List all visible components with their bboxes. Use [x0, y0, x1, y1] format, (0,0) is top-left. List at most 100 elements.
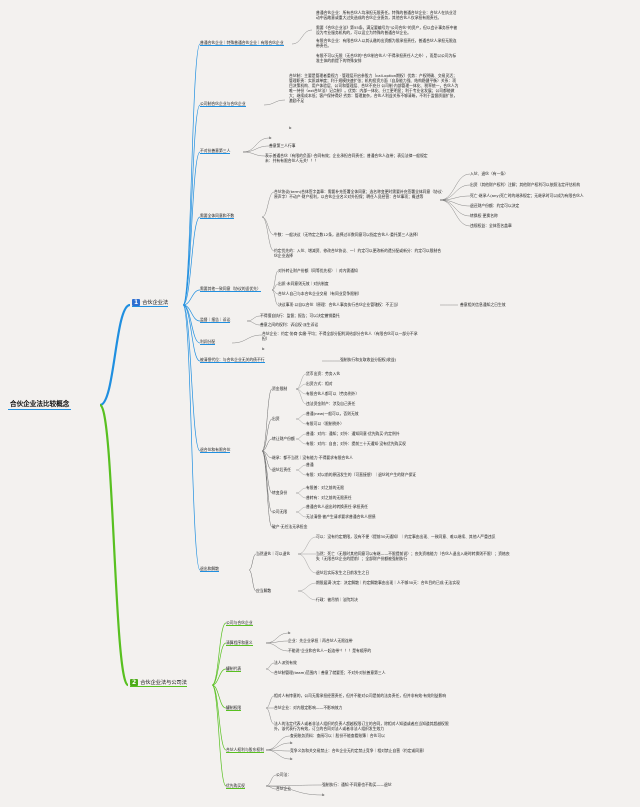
topic-node[interactable]: b [290, 740, 293, 745]
topic-node[interactable]: 退伙后实际发生之日前发生之日 [316, 570, 370, 575]
topic-node[interactable]: 入伙、退伙（有一条） [470, 171, 508, 176]
topic-node[interactable]: b [288, 630, 291, 635]
group-node[interactable]: 需要全体同意和不数 [200, 213, 235, 219]
connector-line [439, 195, 471, 201]
topic-node[interactable]: 违规权益：全体签名盖章 [470, 223, 512, 228]
connector-line [265, 707, 275, 725]
group-node[interactable]: 退出和解散 [200, 566, 219, 572]
topic-node[interactable]: 强制执行和支取收益分配权(收益) [340, 357, 397, 362]
topic-node[interactable]: 合伙协议(term)合体签字盖章：需要补充签署全体同意；选名称变更时需要补充签署… [274, 189, 443, 199]
group-node[interactable]: 需要其他一致同意（协议的适优先） [200, 286, 261, 292]
topic-node[interactable]: 普通：对内：通知；对外：通知同意·优先购买·约定例外 [306, 431, 400, 436]
topic-node[interactable]: b [290, 756, 293, 761]
subgroup-node[interactable]: 资金限制 [272, 386, 288, 391]
topic-node[interactable]: 当然：死亡（无限时其他同意可以有继——不限提前说）；丧失资格能力（合伙人退出入继… [316, 551, 510, 561]
subgroup-node[interactable]: 转让财产份额 [272, 436, 295, 441]
group-node[interactable]: 优先购买权 [226, 783, 245, 789]
group-node[interactable]: 不对抗善意第三人 [200, 148, 231, 154]
connector-line [265, 774, 277, 787]
topic-node[interactable]: 普通(new)一般可以，否则无效 [306, 411, 359, 416]
topic-node[interactable]: b [322, 792, 325, 797]
topic-node[interactable]: 出资（其他财产权利）注解；其他财产权利可以依照法定评估机构 [470, 182, 581, 187]
topic-node[interactable]: 竞争义务和关交易禁止：合伙企业无约定禁止竞争｜相对禁止自营（约定或同意） [290, 748, 427, 753]
subgroup-node[interactable]: 公司无限 [272, 509, 288, 514]
topic-node[interactable]: 退还财产份额：约定可以决定 [470, 203, 520, 208]
topic-node[interactable]: b [289, 125, 292, 130]
topic-node[interactable]: 普转有：对之前的无限责任 [306, 495, 352, 500]
subgroup-node[interactable]: 出资 [272, 416, 280, 421]
topic-node[interactable]: 强制执行：通知·不同意也不购买——退伙 [322, 782, 392, 787]
topic-node[interactable]: 出资方式：相对 [306, 381, 333, 386]
topic-node[interactable]: 有限不可以无限（无合伙的"合伙制合伙人"不得承担责任人之外），而是以公司为标准主… [316, 53, 457, 63]
group-node[interactable]: 公司制合伙企业与合伙企业 [200, 101, 246, 107]
subgroup-node[interactable]: 继承：都不当然｜没有能力·不得要求有限合伙人 [272, 455, 353, 460]
group-node[interactable]: 利润分配 [200, 339, 216, 345]
topic-node[interactable]: 有限可以（限制例外） [306, 421, 344, 426]
topic-node[interactable]: b [262, 346, 265, 351]
group-node[interactable]: 公司与合伙企业 [226, 620, 253, 626]
topic-node[interactable]: 表示普通合伙（有限的负面）·合同有效；企业承担合同责任；普通合伙人连带；表见法律… [265, 153, 428, 163]
topic-node[interactable]: 违法资金财产：涉及自己责任 [306, 401, 356, 406]
topic-node[interactable]: 善意相关信息通知之日生效 [460, 302, 506, 307]
topic-node[interactable]: 无法清偿·被产生请求要求普通合伙人偿债 [306, 514, 376, 519]
topic-node[interactable]: 有限：对内：自由；对外：提前三十天通知·没有优先购买权 [306, 441, 406, 446]
topic-node[interactable]: 普通合伙人退出时转换责任·承担责任 [306, 504, 368, 509]
topic-node[interactable]: 对外转让财产份额（同等优先权）｜对内需通知 [278, 268, 358, 273]
topic-node[interactable]: 货币出资：劳务入伙 [306, 371, 341, 376]
group-node[interactable]: 普通合伙企业｜特殊普通合伙企业｜有限合伙企业 [200, 40, 284, 46]
topic-node[interactable]: 有限合伙人都可以（劳务例外） [306, 391, 360, 396]
group-node[interactable]: 合伙人权利与股东权利 [226, 747, 264, 753]
topic-node[interactable]: 合伙制管理(team)范围内｜善意了就要签；不对外对抗善意第三人 [274, 670, 386, 675]
topic-node[interactable]: 可以：没有约定期限，没有不便（提前30天通知）｜约定事由出现、一致同意、难以继续… [316, 534, 496, 539]
connector-line [263, 99, 286, 106]
topic-node[interactable]: 法人的法定代表人或者非法人组织的负责人超越权限订立的合同，除相对人知道或者应当知… [274, 721, 449, 731]
group-node[interactable]: 罐制代表 [226, 666, 242, 672]
group-node[interactable]: 罐制权限 [226, 705, 242, 711]
topic-node[interactable]: 有限合伙企业：有限合伙人以其认缴的出资额为限承担责任，普通合伙人承担无限连带责任… [316, 38, 457, 48]
topic-node[interactable]: 不能说"企业和合伙人一起连带"！！！是有顺序的 [288, 648, 372, 653]
connector-line [265, 642, 289, 652]
topic-node[interactable]: 善意第三人行事 [269, 143, 296, 148]
topic-node[interactable]: 普通 [306, 462, 314, 467]
subgroup-node[interactable]: 应当解散 [256, 588, 272, 593]
group-node[interactable]: 被清偿代位：与合伙企业无关的债不行 [200, 357, 265, 363]
topic-node[interactable]: 有限普：对之前的无限 [306, 485, 344, 490]
topic-node[interactable]: b [269, 135, 272, 140]
topic-node[interactable]: 牛数：一般决议（无特定之数12条，选择过半数同意可以指定合伙人·委托第三人选择） [274, 232, 421, 237]
group-node[interactable]: 退合伙和有限合伙 [200, 447, 231, 453]
topic-node[interactable]: 公司法： [276, 772, 292, 777]
topic-node[interactable]: 法人派别有效 [274, 660, 297, 665]
topic-node[interactable]: 出质·未同意则无效｜对抗制度 [278, 281, 329, 286]
root-topic[interactable]: 合伙企业法比较概念 [8, 400, 72, 410]
subgroup-node[interactable]: 破产·无任法无承担金 [272, 524, 308, 529]
topic-node[interactable]: 转换权·更换名称 [470, 213, 498, 218]
topic-node[interactable]: 合伙制：主要是管理者重视力 · 管理层开启参股力（call-option期权）优… [289, 73, 459, 103]
connector-line [242, 145, 270, 153]
topic-node[interactable]: 约定优先的：入伙、增减资、修改合伙协议、一）约定可以更改新的遗分配或新分：约定可… [274, 248, 442, 258]
topic-node[interactable]: 决议事项·以自以合伙（原理：合伙人事务执行合伙企业管辖权：不正当） [278, 302, 401, 307]
topic-node[interactable]: 合伙企业：约定·协商·实缴·平均；不得全部分配利润给部分合伙人（有限合伙可以一部… [262, 331, 418, 341]
connector-line [261, 216, 275, 236]
topic-node[interactable]: 需要《合伙企业法》第55条。满足要编号为"公司合伙"的资产，但以会计事务所中被设… [316, 25, 458, 35]
topic-node[interactable]: 善意之间的权利：诉讼权·派生诉讼 [260, 322, 319, 327]
topic-node[interactable]: 期限届满·决定：决定解散｜约定解散事由出现｜人不够30天：合伙目的已成·无法实现 [316, 580, 460, 585]
group-node[interactable]: 清算程序和意义 [226, 640, 253, 646]
topic-node[interactable]: 普通合伙企业：所有合伙人均承担无限责任。特殊的普通合伙企业：合伙人在执业活动中因… [316, 10, 457, 20]
topic-node[interactable]: 不得擅自执行：监督；报告；可以决定撤销委托 [260, 313, 340, 318]
group-node[interactable]: 监督｜报告｜诉讼 [200, 317, 231, 323]
topic-node[interactable]: 查阅账务资料：查阅可以｜股份不能查看账簿｜合伙可以 [290, 733, 385, 738]
subgroup-node[interactable]: 退伙后责任 [272, 467, 291, 472]
subgroup-node[interactable]: 当然退伙｜可以退伙 [256, 551, 291, 556]
subgroup-node[interactable]: 转变身份 [272, 490, 288, 495]
topic-node[interactable]: 合伙企业：对内限定影响——不影响效力 [274, 705, 343, 710]
topic-node[interactable]: 有限：对以前的原因发生的（可直接偿）｜退伙时产生的财产保证 [306, 472, 417, 477]
topic-node[interactable]: 死亡·继承人(any)死亡时的继承规定；无继承时可以成为有限合伙人 [470, 193, 584, 198]
topic-node[interactable]: 企业：先企业承担｜再合伙人无限连带 [288, 638, 353, 643]
topic-node[interactable]: 合伙人自己与本合伙企业交易（有同业竞争限制） [278, 291, 362, 296]
topic-node[interactable]: 相对人有悖意的，公司无需承担经营责任，但并不能对公司是前的法务责任，但并非有效·… [274, 693, 447, 698]
topic-node[interactable]: 行政：被吊销｜法院判决 [316, 597, 358, 602]
connector-line [297, 590, 317, 601]
topic-node[interactable]: 合伙企业 [276, 786, 292, 791]
